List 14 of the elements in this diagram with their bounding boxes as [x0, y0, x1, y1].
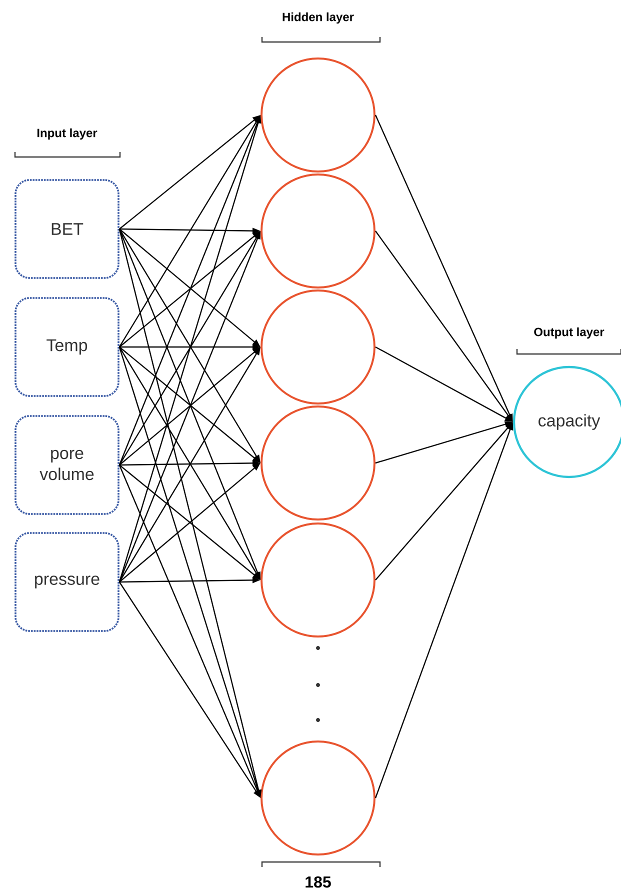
layer-label: 185: [306, 876, 331, 888]
neuron-circle: [260, 58, 376, 172]
neuron-circle: [260, 290, 376, 404]
layer-label: Input layer: [37, 128, 98, 140]
neuron-circle: [260, 406, 376, 520]
neuron-circle: [260, 522, 376, 638]
neuron-circle: [260, 740, 376, 856]
input-box: BET: [14, 179, 120, 279]
layer-label: Hidden layer: [282, 12, 354, 24]
input-box: Temp: [14, 297, 120, 397]
layer-label: Output layer: [534, 327, 604, 339]
input-box: pore volume: [14, 415, 120, 515]
neuron-circle: [260, 174, 376, 288]
input-box: pressure: [14, 532, 120, 632]
